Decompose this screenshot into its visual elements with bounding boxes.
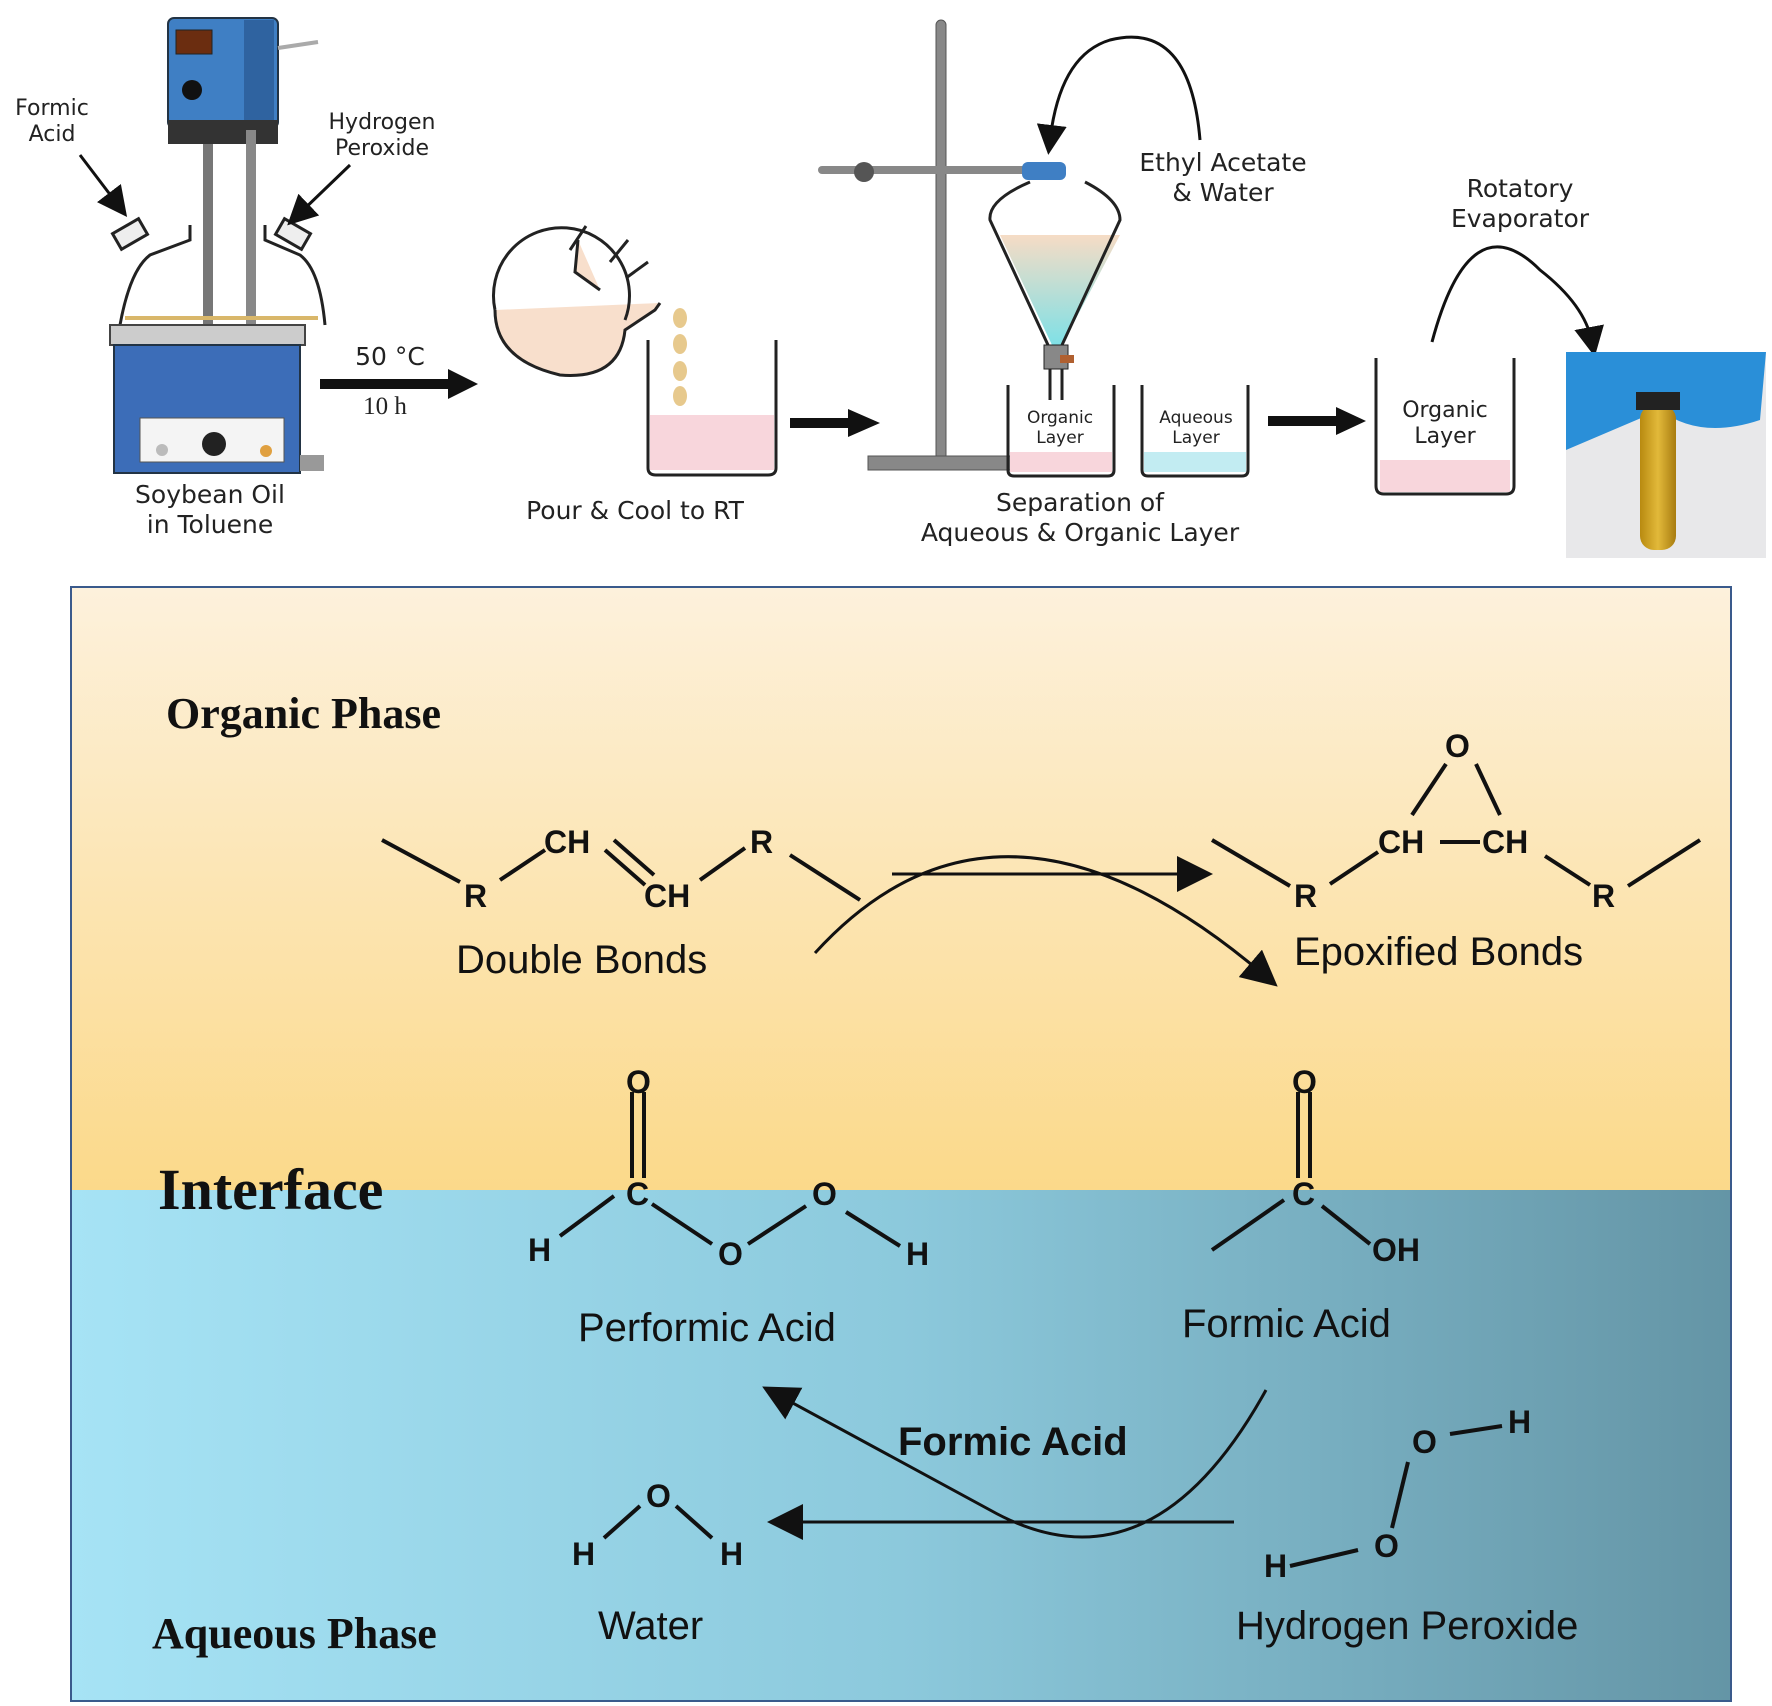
beaker-cooling xyxy=(646,340,778,477)
atom-h: H xyxy=(572,1536,596,1572)
aqueous-layer-label: Aqueous Layer xyxy=(1159,408,1233,449)
atom-h: H xyxy=(1508,1404,1532,1440)
epoxified-bonds-label: Epoxified Bonds xyxy=(1294,930,1584,974)
process-illustration xyxy=(78,17,1766,558)
atom-o: O xyxy=(626,1064,651,1100)
water-label: Water xyxy=(598,1604,704,1648)
formic-acid-label: Formic Acid xyxy=(1182,1302,1391,1346)
hydrogen-peroxide-label: Hydrogen Peroxide xyxy=(1236,1604,1579,1648)
catalyst-label: Formic Acid xyxy=(898,1420,1128,1464)
double-bonds-label: Double Bonds xyxy=(456,938,708,982)
aqueous-phase-title: Aqueous Phase xyxy=(152,1609,437,1658)
flow-arrow-3 xyxy=(1268,416,1338,426)
atom-o: O xyxy=(1292,1064,1317,1100)
beaker-aqueous-layer xyxy=(1140,385,1250,478)
atom-h: H xyxy=(528,1232,552,1268)
atom-r: R xyxy=(464,878,488,914)
evaporator-arrow xyxy=(1430,245,1604,357)
soybean-oil-caption: Soybean Oil in Toluene xyxy=(135,480,285,539)
atom-o: O xyxy=(646,1478,671,1514)
three-neck-flask xyxy=(110,216,327,326)
hot-plate xyxy=(109,324,324,474)
reaction-arrow xyxy=(320,379,450,389)
flow-arrow-2 xyxy=(790,418,850,428)
atom-ch: CH xyxy=(1482,824,1529,860)
final-organic-layer-label: Organic Layer xyxy=(1402,398,1488,450)
atom-o: O xyxy=(812,1176,837,1212)
performic-acid-label: Performic Acid xyxy=(578,1306,836,1350)
organic-layer-label: Organic Layer xyxy=(1026,408,1094,449)
ethyl-acetate-label: Ethyl Acetate & Water xyxy=(1139,148,1307,207)
atom-oh: OH xyxy=(1372,1232,1420,1268)
atom-ch: CH xyxy=(544,824,591,860)
beaker-organic-layer xyxy=(1006,385,1116,478)
atom-o: O xyxy=(1412,1424,1437,1460)
atom-c: C xyxy=(626,1176,650,1212)
overhead-stirrer xyxy=(167,17,319,330)
rotatory-evaporator-label: Rotatory Evaporator xyxy=(1450,174,1590,233)
atom-o: O xyxy=(718,1236,743,1272)
atom-h: H xyxy=(720,1536,744,1572)
atom-h: H xyxy=(1264,1548,1288,1584)
organic-phase-title: Organic Phase xyxy=(166,689,441,738)
atom-h: H xyxy=(906,1236,930,1272)
formic-acid-arrow xyxy=(78,154,128,217)
pour-caption: Pour & Cool to RT xyxy=(526,496,744,525)
hydrogen-peroxide-label: Hydrogen Peroxide xyxy=(328,110,436,162)
atom-o: O xyxy=(1445,728,1470,764)
atom-c: C xyxy=(1292,1176,1316,1212)
atom-r: R xyxy=(750,824,774,860)
product-vial-photo xyxy=(1566,352,1766,558)
atom-r: R xyxy=(1592,878,1616,914)
drops xyxy=(673,308,687,406)
formic-acid-label: Formic Acid xyxy=(15,96,89,148)
beaker-organic-final xyxy=(1374,358,1516,496)
organic-phase-region xyxy=(70,586,1732,1192)
atom-o: O xyxy=(1374,1528,1399,1564)
temperature-label: 50 °C xyxy=(355,342,425,371)
solvent-arrow xyxy=(1036,35,1202,155)
time-label: 10 h xyxy=(363,393,407,420)
pouring-flask xyxy=(491,225,662,377)
separatory-funnel xyxy=(988,180,1122,400)
interface-title: Interface xyxy=(158,1157,384,1222)
hydrogen-peroxide-arrow xyxy=(287,163,352,226)
atom-r: R xyxy=(1294,878,1318,914)
atom-ch: CH xyxy=(1378,824,1425,860)
separation-caption: Separation of Aqueous & Organic Layer xyxy=(920,488,1240,547)
atom-ch: CH xyxy=(644,878,691,914)
